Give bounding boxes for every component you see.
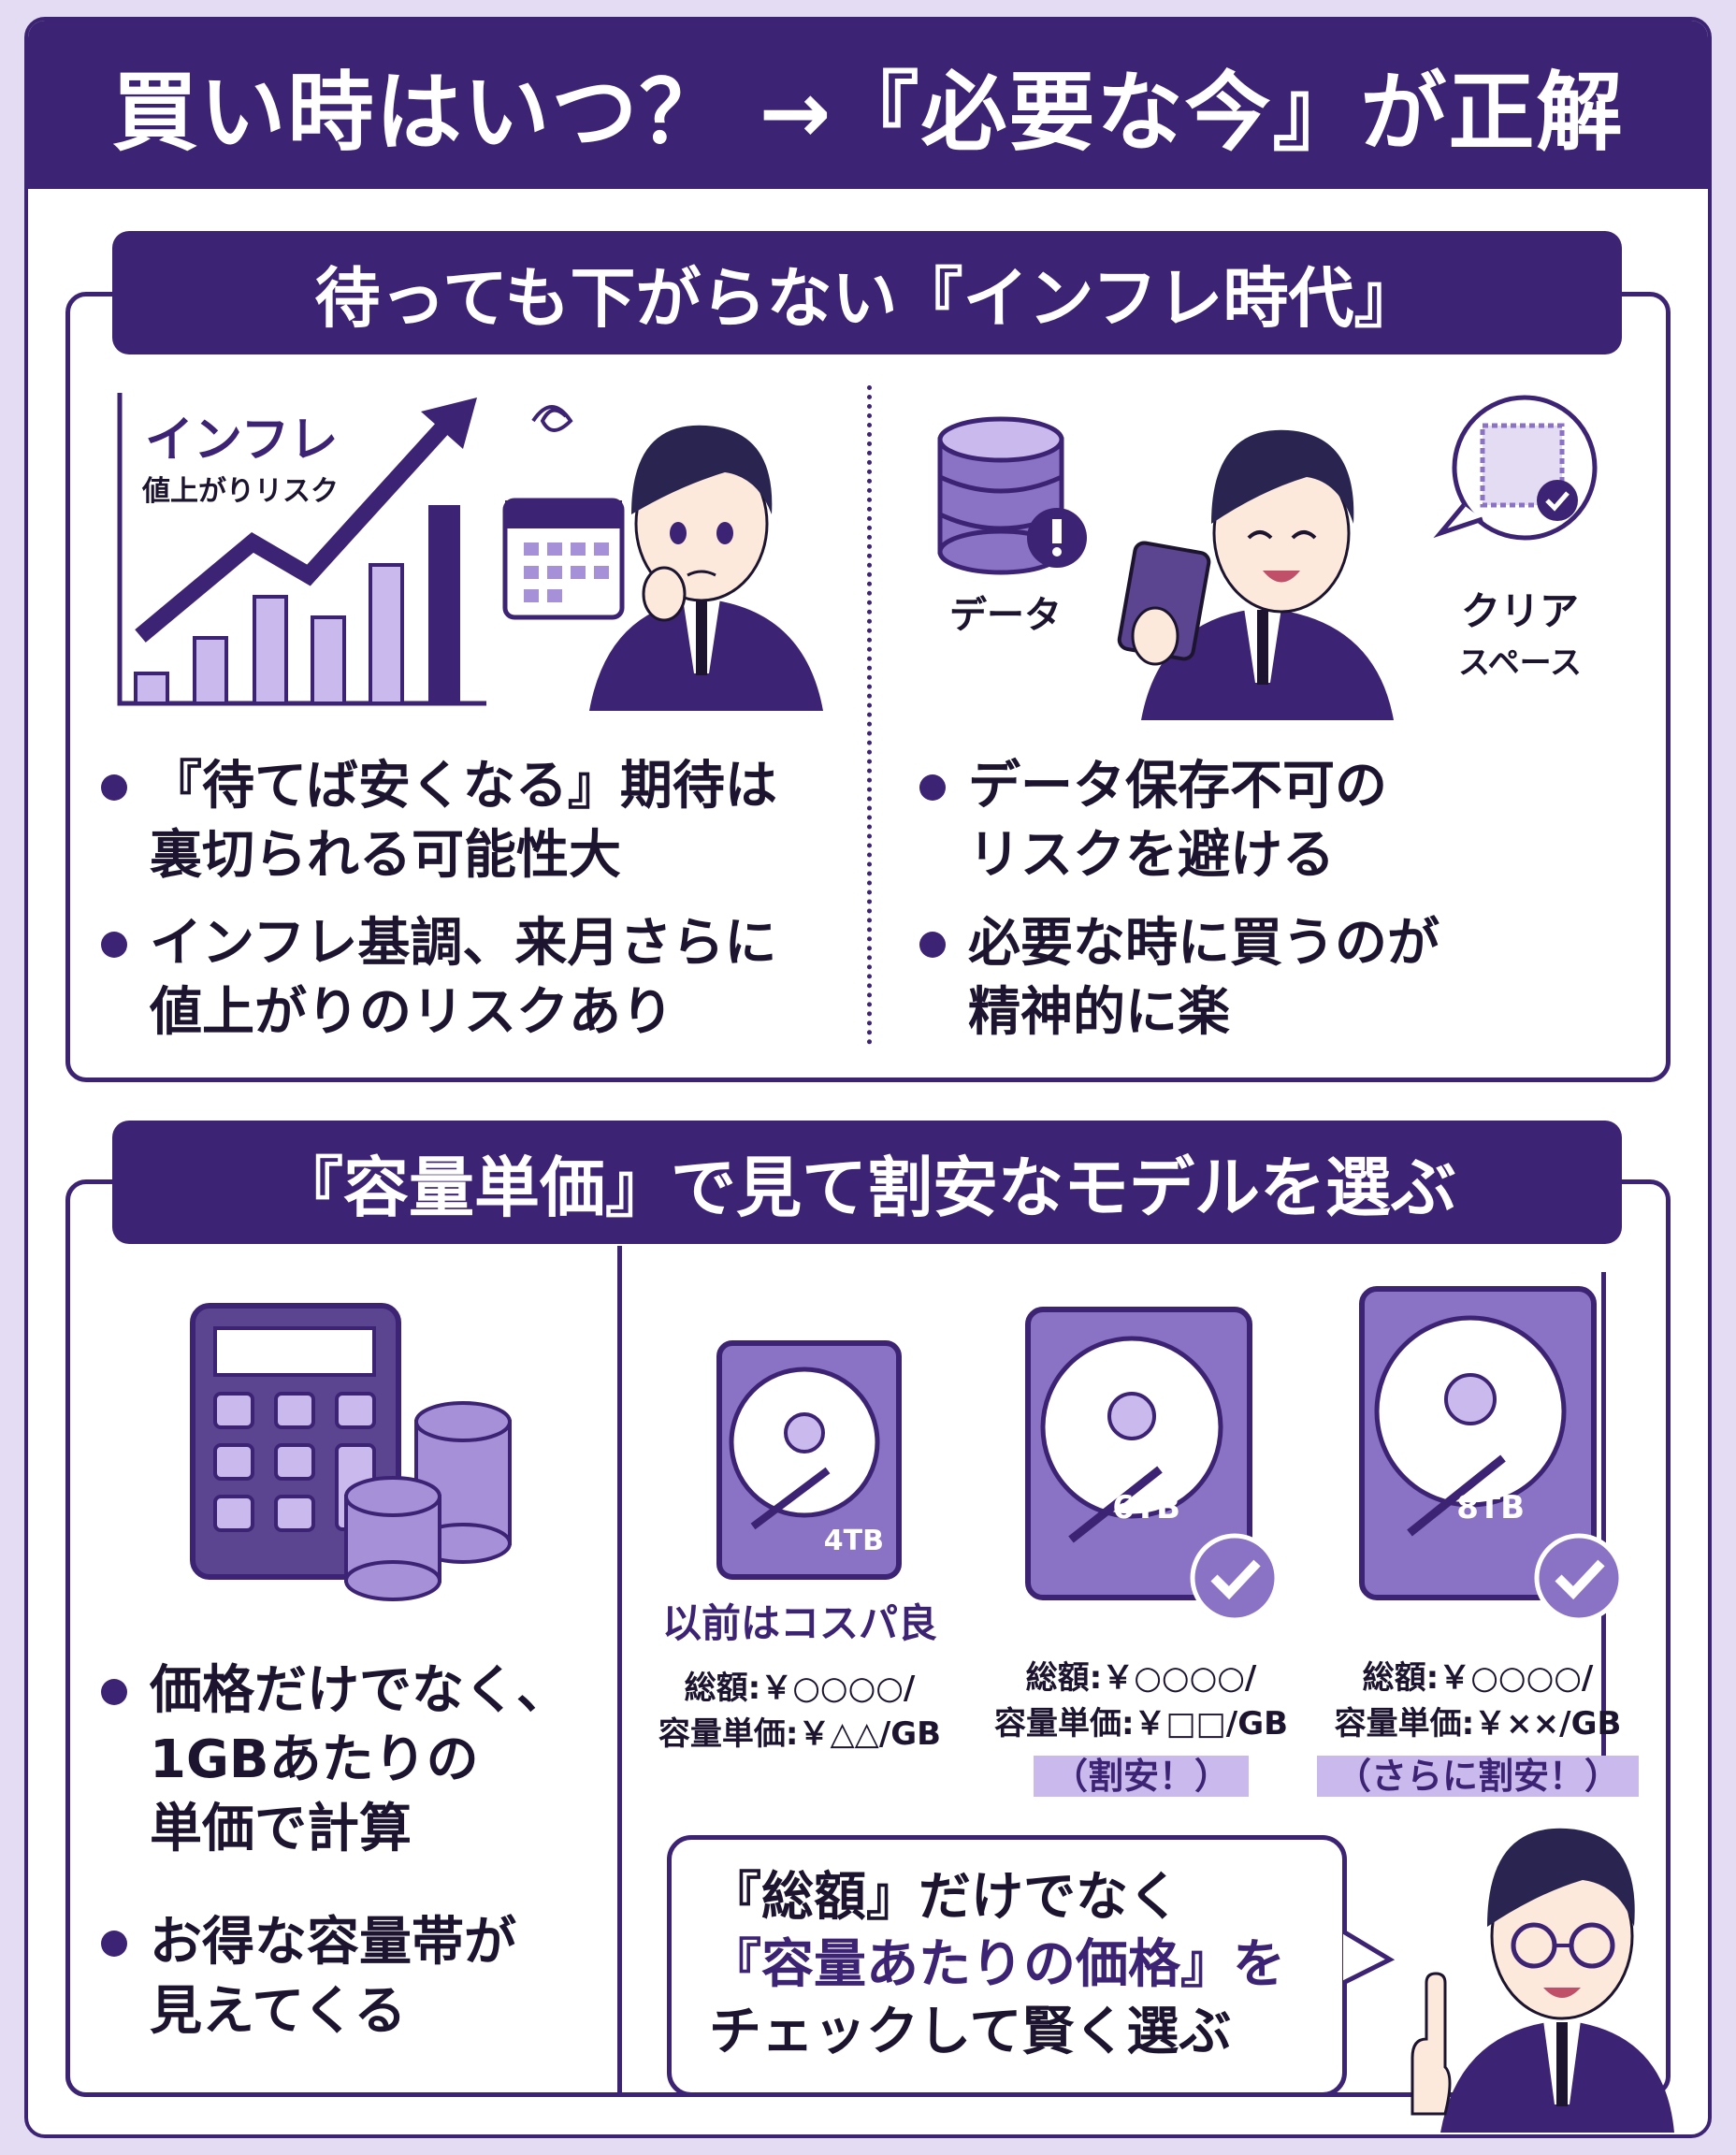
bullet-item: 『待てば安くなる』期待は裏切られる可能性大 — [101, 752, 777, 890]
drive-4tb-info: 以前はコスパ良 総額:￥○○○○/容量単価:￥△△/GB — [658, 1600, 942, 1753]
capacity-label: 6TB — [1112, 1489, 1180, 1526]
pointing-hand-icon — [1410, 1972, 1452, 2116]
divider — [867, 385, 872, 1045]
worried-businessman-illustration — [502, 405, 823, 711]
calculator-coins-icon — [190, 1303, 512, 1601]
clear-label-line: クリア — [1460, 588, 1579, 634]
speech-tail — [1343, 1929, 1396, 1986]
chart-label: インフレ — [145, 412, 339, 469]
page-title: 買い時はいつ？ →『必要な今』が正解 — [28, 21, 1708, 189]
right-divider — [1601, 1272, 1606, 1791]
hdd-8tb: 8TB — [1358, 1285, 1624, 1623]
section-inflation-header: 待っても下がらない『インフレ時代』 — [112, 231, 1622, 354]
data-label: データ — [949, 594, 1062, 637]
hdd-icon — [1359, 1286, 1597, 1600]
alert-icon — [1027, 508, 1087, 568]
drive-comparison: 4TB 6TB 8TB — [645, 1286, 1624, 1796]
bargain-tag: （さらに割安！） — [1316, 1756, 1639, 1797]
section-unit-price-header: 『容量単価』で見て割安なモデルを選ぶ — [112, 1121, 1622, 1244]
clear-label: クリアスペース — [1454, 580, 1585, 683]
hdd-4tb: 4TB — [716, 1339, 903, 1581]
bullet-item: 価格だけでなく、1GBあたりの単価で計算 — [101, 1656, 569, 1864]
hdd-icon — [716, 1340, 902, 1580]
drive-6tb-info: 総額:￥○○○○/容量単価:￥□□/GB （割安！） — [993, 1659, 1289, 1797]
check-badge-icon — [1534, 1533, 1624, 1623]
bullet-item: データ保存不可のリスクを避ける — [919, 752, 1387, 890]
inflation-chart-icon — [117, 393, 486, 706]
bullet-item: インフレ基調、来月さらに値上がりのリスクあり — [101, 909, 776, 1048]
bullet-item: お得な容量帯が見えてくる — [101, 1908, 516, 2047]
drive-8tb-info: 総額:￥○○○○/容量単価:￥××/GB （さらに割安！） — [1314, 1652, 1642, 1799]
check-badge-icon — [1190, 1533, 1280, 1623]
space-label-line: スペース — [1458, 644, 1582, 682]
bargain-tag: （割安！） — [1033, 1756, 1249, 1797]
calendar-icon — [502, 498, 625, 620]
speech-bubble: 『総額』だけでなく 『容量あたりの価格』を チェックして賢く選ぶ — [667, 1835, 1347, 2097]
hdd-6tb: 6TB — [1024, 1306, 1280, 1623]
chart-sublabel: 値上がりリスク — [142, 475, 339, 508]
businessman-glasses-illustration — [1410, 1828, 1674, 2133]
hdd-icon — [1025, 1307, 1252, 1600]
happy-businessman-illustration — [937, 395, 1598, 720]
capacity-label: 8TB — [1456, 1489, 1525, 1526]
bullet-item: 必要な時に買うのが精神的に楽 — [919, 909, 1439, 1048]
confused-scribble-icon — [531, 405, 573, 432]
speech-bubble-clear-icon — [1433, 395, 1598, 541]
capacity-label: 4TB — [823, 1525, 884, 1557]
